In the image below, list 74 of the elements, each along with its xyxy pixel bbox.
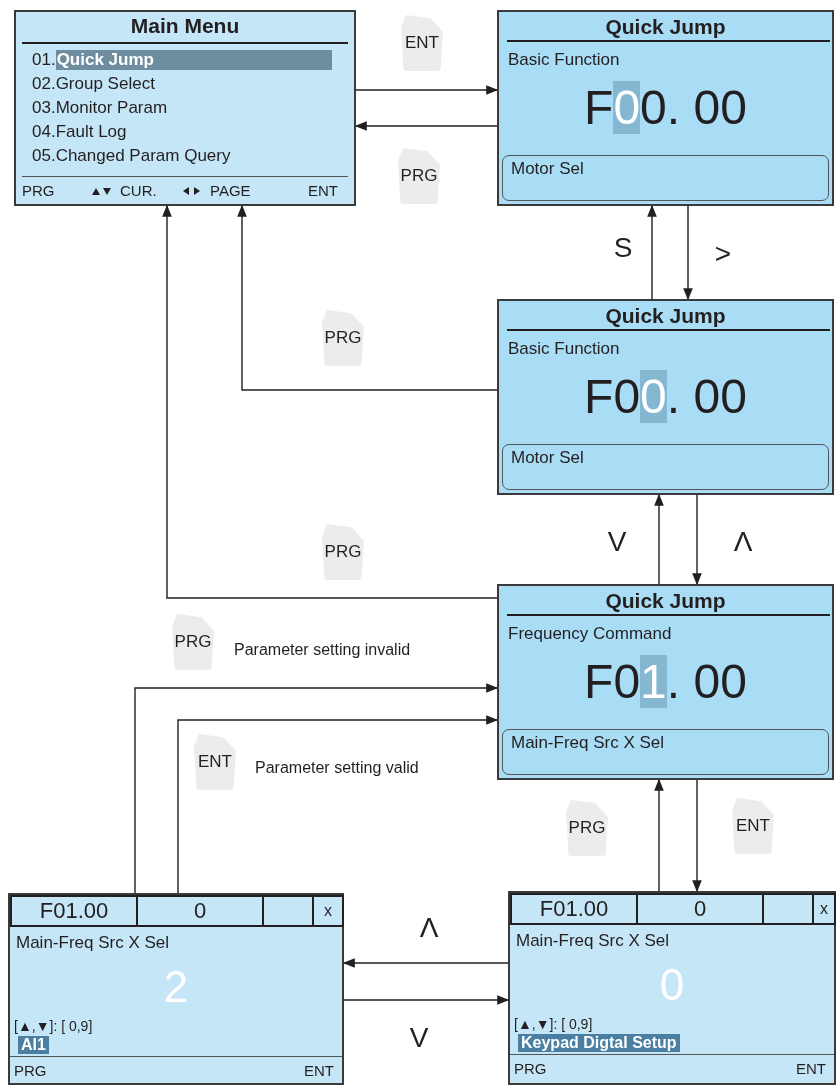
range-hint: [▲,▼]: [ 0,9] xyxy=(514,1016,593,1033)
arrow xyxy=(654,778,664,892)
group-name: Basic Function xyxy=(508,339,620,359)
keypad-key: PRG xyxy=(566,800,608,856)
arrow xyxy=(237,204,498,391)
keypad-key: PRG xyxy=(322,524,364,580)
arrow xyxy=(692,494,702,586)
key-symbol: > xyxy=(713,240,733,271)
key-hint: CUR. xyxy=(120,182,157,200)
arrow xyxy=(683,205,693,301)
parameter-value: 0 xyxy=(658,963,686,1007)
range-hint: [▲,▼]: [ 0,9] xyxy=(14,1018,93,1035)
display-screen xyxy=(497,10,834,206)
arrow xyxy=(162,204,498,599)
keypad-key: PRG xyxy=(398,148,440,204)
parameter-code: F00. 00 xyxy=(583,84,748,132)
arrow xyxy=(355,85,499,95)
key-symbol: Λ xyxy=(418,914,440,945)
screen-title: Quick Jump xyxy=(604,15,727,40)
key-symbol: V xyxy=(408,1024,430,1055)
parameter-name: Motor Sel xyxy=(511,159,584,179)
key-hint: PRG xyxy=(514,1060,547,1078)
arrow xyxy=(654,493,664,585)
display-screen xyxy=(497,299,834,495)
arrow xyxy=(177,715,499,894)
key-hint: PRG xyxy=(14,1062,47,1080)
display-screen xyxy=(14,10,356,206)
arrow xyxy=(134,683,499,894)
value-description: Keypad Digtal Setup xyxy=(518,1034,680,1053)
table-cell: F01.00 xyxy=(510,893,638,925)
parameter-value: 2 xyxy=(162,965,190,1009)
table-cell: 0 xyxy=(136,895,264,927)
screen-title: Quick Jump xyxy=(604,304,727,329)
key-symbol: S xyxy=(612,234,634,265)
keypad-key: ENT xyxy=(194,734,236,790)
display-screen xyxy=(8,893,344,1085)
keypad-key: PRG xyxy=(172,614,214,670)
keypad-key: ENT xyxy=(732,798,774,854)
parameter-name: Main-Freq Src X Sel xyxy=(516,931,670,951)
key-hint: ENT xyxy=(796,1060,826,1078)
parameter-name: Main-Freq Src X Sel xyxy=(511,733,665,753)
key-symbol: Λ xyxy=(732,528,754,559)
table-cell: 0 xyxy=(636,893,764,925)
key-hint: PRG xyxy=(22,182,55,200)
parameter-code: F01. 00 xyxy=(583,658,748,706)
screen-title: Quick Jump xyxy=(604,589,727,614)
table-cell: x xyxy=(312,895,344,927)
key-hint: ENT xyxy=(304,1062,334,1080)
arrow xyxy=(692,779,702,893)
arrow xyxy=(343,995,510,1005)
keypad-key: PRG xyxy=(322,310,364,366)
parameter-name: Main-Freq Src X Sel xyxy=(16,933,170,953)
screen-title: Main Menu xyxy=(129,14,241,39)
note-text: Parameter setting invalid xyxy=(234,641,411,660)
table-cell: F01.00 xyxy=(10,895,138,927)
group-name: Basic Function xyxy=(508,50,620,70)
key-symbol: V xyxy=(606,528,628,559)
parameter-name: Motor Sel xyxy=(511,448,584,468)
value-description: AI1 xyxy=(18,1036,49,1055)
menu-item: 03.Monitor Param xyxy=(32,98,168,118)
key-hint: ENT xyxy=(308,182,338,200)
display-screen xyxy=(508,891,836,1085)
group-name: Frequency Command xyxy=(508,624,672,644)
menu-item: 04.Fault Log xyxy=(32,122,127,142)
display-screen xyxy=(497,584,834,780)
parameter-code: F00. 00 xyxy=(583,373,748,421)
key-hint: PAGE xyxy=(210,182,251,200)
table-cell: x xyxy=(812,893,836,925)
arrow xyxy=(647,204,657,300)
note-text: Parameter setting valid xyxy=(255,759,419,778)
menu-item: 02.Group Select xyxy=(32,74,155,94)
keypad-key: ENT xyxy=(401,15,443,71)
menu-item: 05.Changed Param Query xyxy=(32,146,231,166)
menu-item: 01.Quick Jump xyxy=(32,50,332,70)
